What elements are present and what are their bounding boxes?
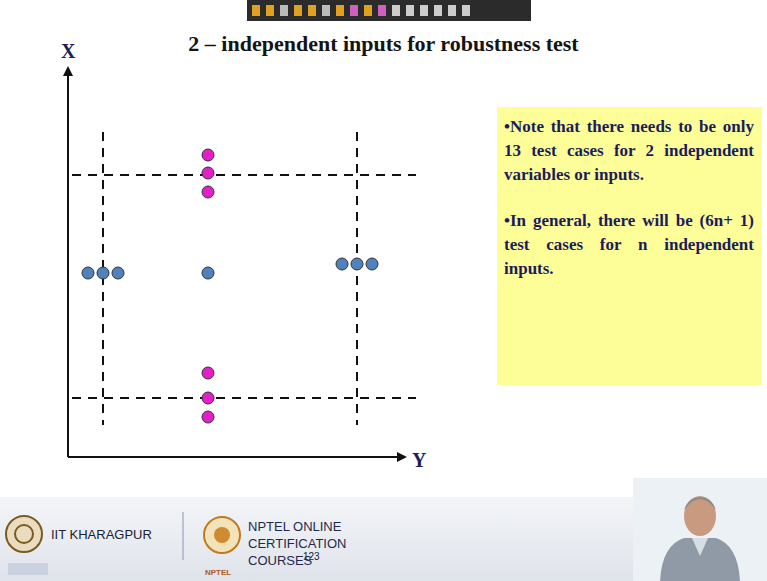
- course-banner: NPTEL ONLINE CERTIFICATION COURSES: [248, 518, 408, 569]
- boundary-lines: [72, 132, 416, 425]
- presenter-video: [633, 478, 767, 581]
- note-text: •Note that there needs to be only 13 tes…: [504, 115, 754, 187]
- slide-number: 123: [303, 551, 320, 562]
- axis-label: X: [61, 40, 75, 63]
- toolbar: [247, 0, 531, 21]
- note-box: •Note that there needs to be only 13 tes…: [497, 107, 762, 385]
- test-points: [82, 149, 378, 423]
- institute-name: IIT KHARAGPUR: [51, 527, 152, 542]
- axis-label: Y: [412, 449, 426, 472]
- slide-title: 2 – independent inputs for robustness te…: [0, 31, 767, 57]
- logo-caption: NPTEL: [205, 568, 231, 577]
- note-text: •In general, there will be (6n+ 1) test …: [504, 209, 754, 281]
